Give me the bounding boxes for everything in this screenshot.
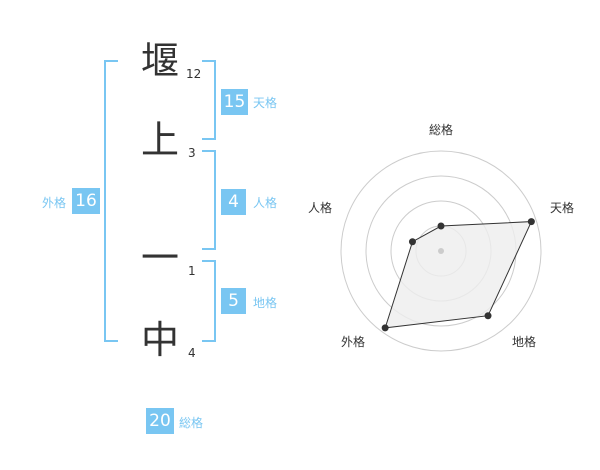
chikaku-value: 5	[221, 288, 246, 314]
radar-center	[438, 248, 444, 254]
jinkaku-bracket	[202, 150, 216, 250]
axis-label-gaikaku: 外格	[341, 334, 365, 349]
soukaku-value: 20	[146, 408, 174, 434]
name-char-1: 堰	[140, 39, 179, 83]
name-char-2: 上	[140, 118, 179, 162]
gaikaku-value: 16	[72, 188, 100, 214]
stroke-count-3: 1	[188, 264, 196, 278]
stroke-count-4: 4	[188, 346, 196, 360]
chikaku-label: 地格	[253, 296, 278, 310]
jinkaku-value: 4	[221, 189, 246, 215]
tenkaku-value: 15	[221, 89, 248, 115]
axis-label-jinkaku: 人格	[308, 200, 332, 215]
axis-label-soukaku: 総格	[429, 122, 453, 137]
radar-area	[384, 221, 533, 329]
radar-point	[381, 324, 389, 332]
radar-point	[408, 238, 416, 246]
soukaku-label: 総格	[179, 416, 204, 430]
chikaku-bracket	[202, 260, 216, 342]
radar-ring	[340, 150, 542, 352]
gaikaku-label: 外格	[42, 196, 67, 210]
stroke-count-2: 3	[188, 146, 196, 160]
radar-point	[527, 218, 535, 226]
name-char-3: 一	[140, 236, 179, 280]
name-char-4: 中	[140, 318, 179, 362]
tenkaku-bracket	[202, 60, 216, 140]
jinkaku-label: 人格	[253, 196, 278, 210]
radar-point	[484, 312, 492, 320]
axis-label-tenkaku: 天格	[550, 200, 574, 215]
axis-label-chikaku: 地格	[512, 334, 536, 349]
stroke-count-1: 12	[186, 67, 202, 81]
tenkaku-label: 天格	[253, 96, 278, 110]
radar-points	[381, 218, 535, 332]
radar-point	[437, 222, 445, 230]
gaikaku-bracket	[104, 60, 118, 342]
